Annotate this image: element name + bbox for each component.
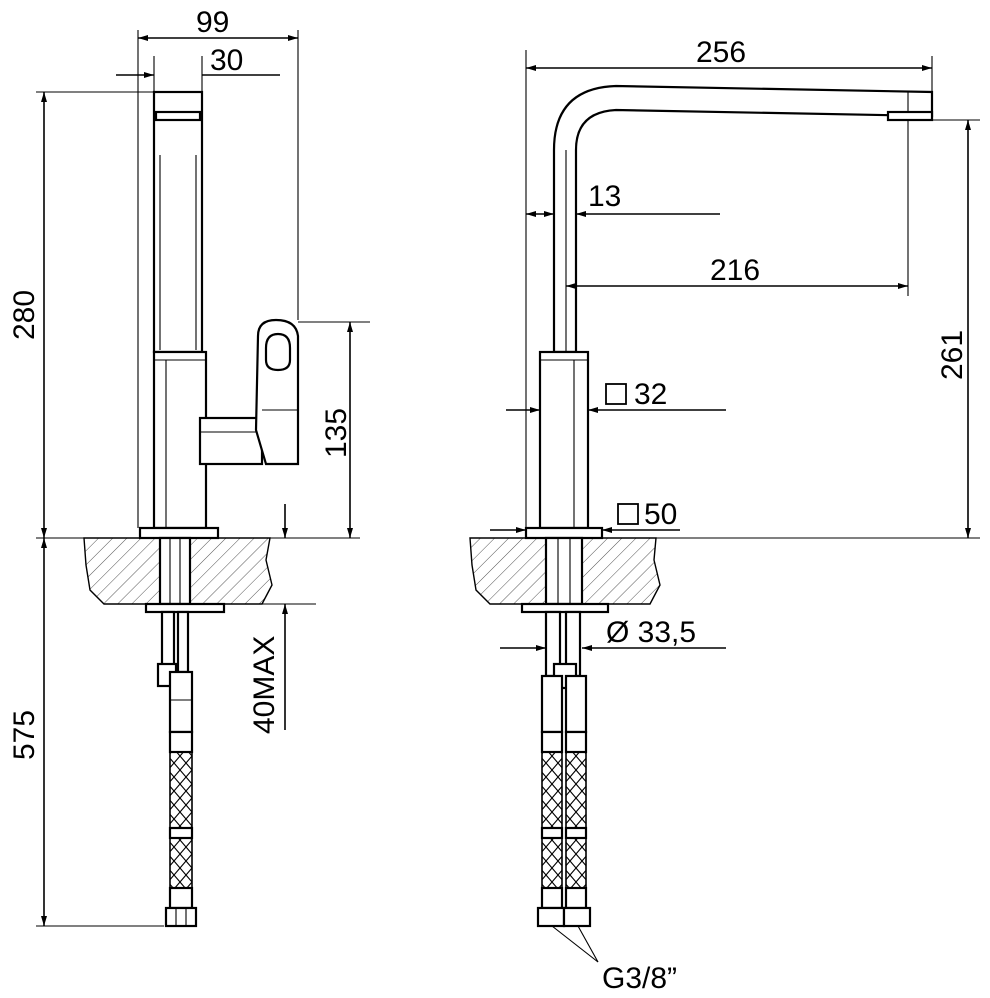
spout-outlet (886, 110, 934, 122)
hose-fitting-right-a (540, 674, 564, 734)
dim-deck-thickness: 40MAX (248, 636, 281, 734)
aerator-left (154, 110, 202, 122)
spout-tube (552, 84, 934, 354)
front-view: 99 30 280 135 40MAX 575 (8, 6, 370, 928)
dim-hose-length: 575 (8, 710, 41, 760)
square-section-icon (605, 383, 627, 405)
dim-body-square: 32 (634, 378, 667, 411)
square-section-icon (617, 503, 639, 525)
dim-spout-reach: 216 (710, 254, 760, 287)
hose-nut-right-a (536, 906, 566, 928)
body-lower-right (538, 350, 590, 530)
shank-right (544, 536, 584, 606)
dim-handle-height: 135 (320, 408, 353, 458)
shank-left (158, 536, 192, 606)
dim-height-total: 280 (8, 290, 41, 340)
side-view: 256 13 216 261 32 50 Ø 33,5 G3/8” (469, 36, 980, 995)
column-upper-left (152, 90, 204, 354)
dim-spout-width: 30 (210, 44, 243, 77)
dim-shank-diameter: Ø 33,5 (606, 616, 696, 649)
hose-nut-left (164, 906, 198, 928)
hose-nut-right-b (562, 906, 592, 928)
base-plate-right (524, 526, 604, 540)
body-lower-left (152, 350, 208, 530)
fixing-nut-right (520, 602, 610, 614)
lever-handle (198, 318, 300, 466)
dim-width-total: 99 (196, 6, 229, 39)
fixing-nut-left (144, 602, 226, 614)
dim-spout-height: 261 (936, 330, 969, 380)
hose-fitting-right-b (564, 674, 588, 734)
dim-reach: 256 (696, 36, 746, 69)
dim-spout-tube: 13 (588, 180, 621, 213)
hose-fitting-left (168, 670, 194, 734)
dim-connection-thread: G3/8” (602, 962, 677, 995)
dim-base-square: 50 (644, 498, 677, 531)
base-plate-left (138, 526, 220, 540)
